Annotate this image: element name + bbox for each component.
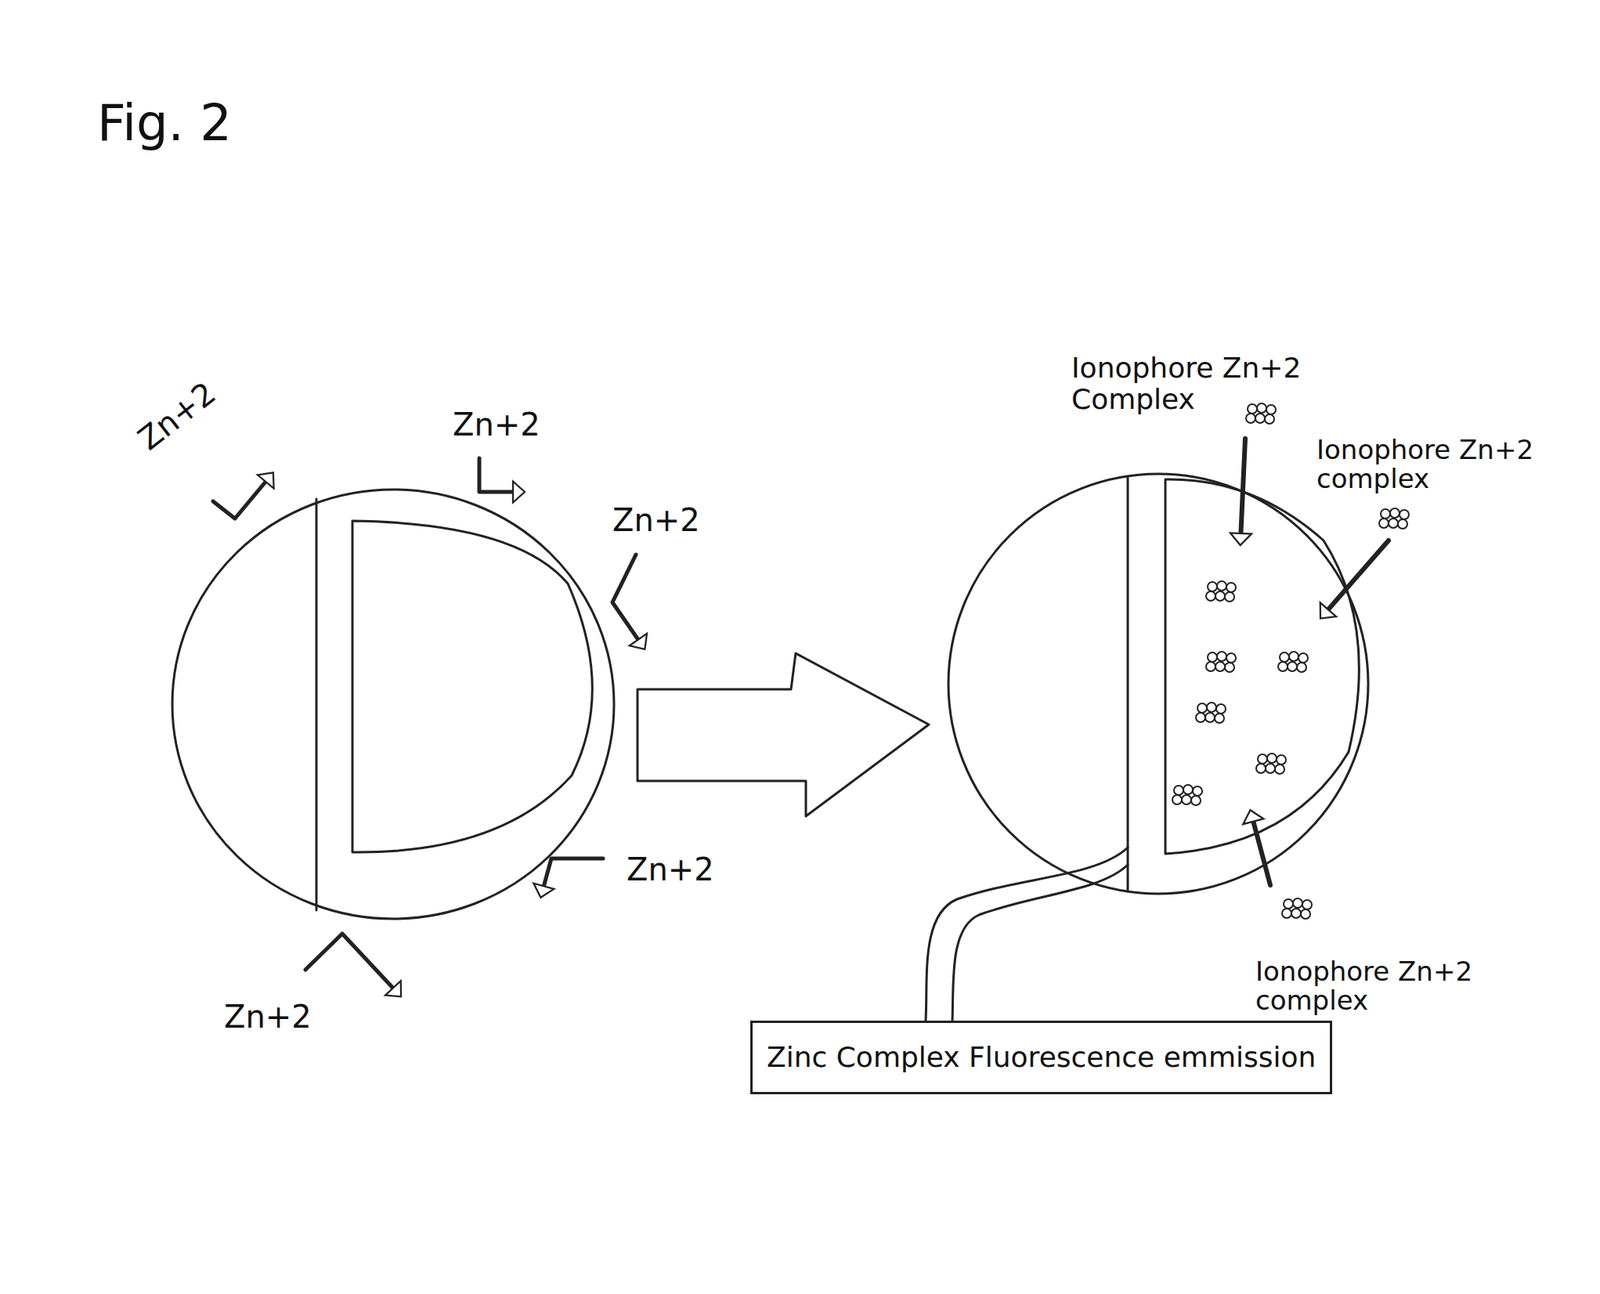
callout-label: Ionophore Zn+2 Complex [1071,352,1338,415]
ionophore-complex [1256,753,1286,774]
ion-label: Zn+2 [626,852,715,887]
cell-outline [172,489,614,919]
zinc-arrow [479,458,521,492]
zinc-arrow [541,858,604,893]
zinc-arrow [612,554,643,646]
leader-line [952,864,1128,1021]
cell-band [315,498,318,911]
callout-label: Ionophore Zn+2 complex [1316,435,1536,495]
ion-label: Zn+2 [223,999,312,1034]
figure-title: Fig. 2 [97,93,232,152]
label-box: Zinc Complex Fluorescence emmission [750,1020,1333,1095]
ion-label: Zn+2 [452,407,541,442]
callout-label: Ionophore Zn+2 complex [1255,957,1475,1016]
ionophore-complex [1206,581,1236,602]
box-text: Zinc Complex Fluorescence emmission [766,1030,1316,1084]
zinc-arrow [213,476,271,519]
ionophore-complex [1195,702,1226,723]
ionophore-complex [1282,898,1312,919]
ionophore-complex [1278,651,1308,672]
ionophore-arrow [1240,438,1246,541]
ionophore-complex [1379,508,1409,529]
zinc-arrow [305,933,398,994]
ionophore-complex [1206,651,1236,672]
leader-line [925,847,1128,1021]
cell-band [1126,477,1130,892]
cell-outline [948,473,1369,894]
ion-label: Zn+2 [131,375,222,456]
cell-interior [1165,479,1359,854]
ion-label: Zn+2 [612,502,701,538]
ionophore-arrow [1251,814,1271,885]
ionophore-complex [1172,784,1203,806]
process-arrow [637,653,929,817]
ionophore-arrow [1323,540,1389,615]
ionophore-complex [1246,403,1276,424]
cell-interior [352,520,593,853]
